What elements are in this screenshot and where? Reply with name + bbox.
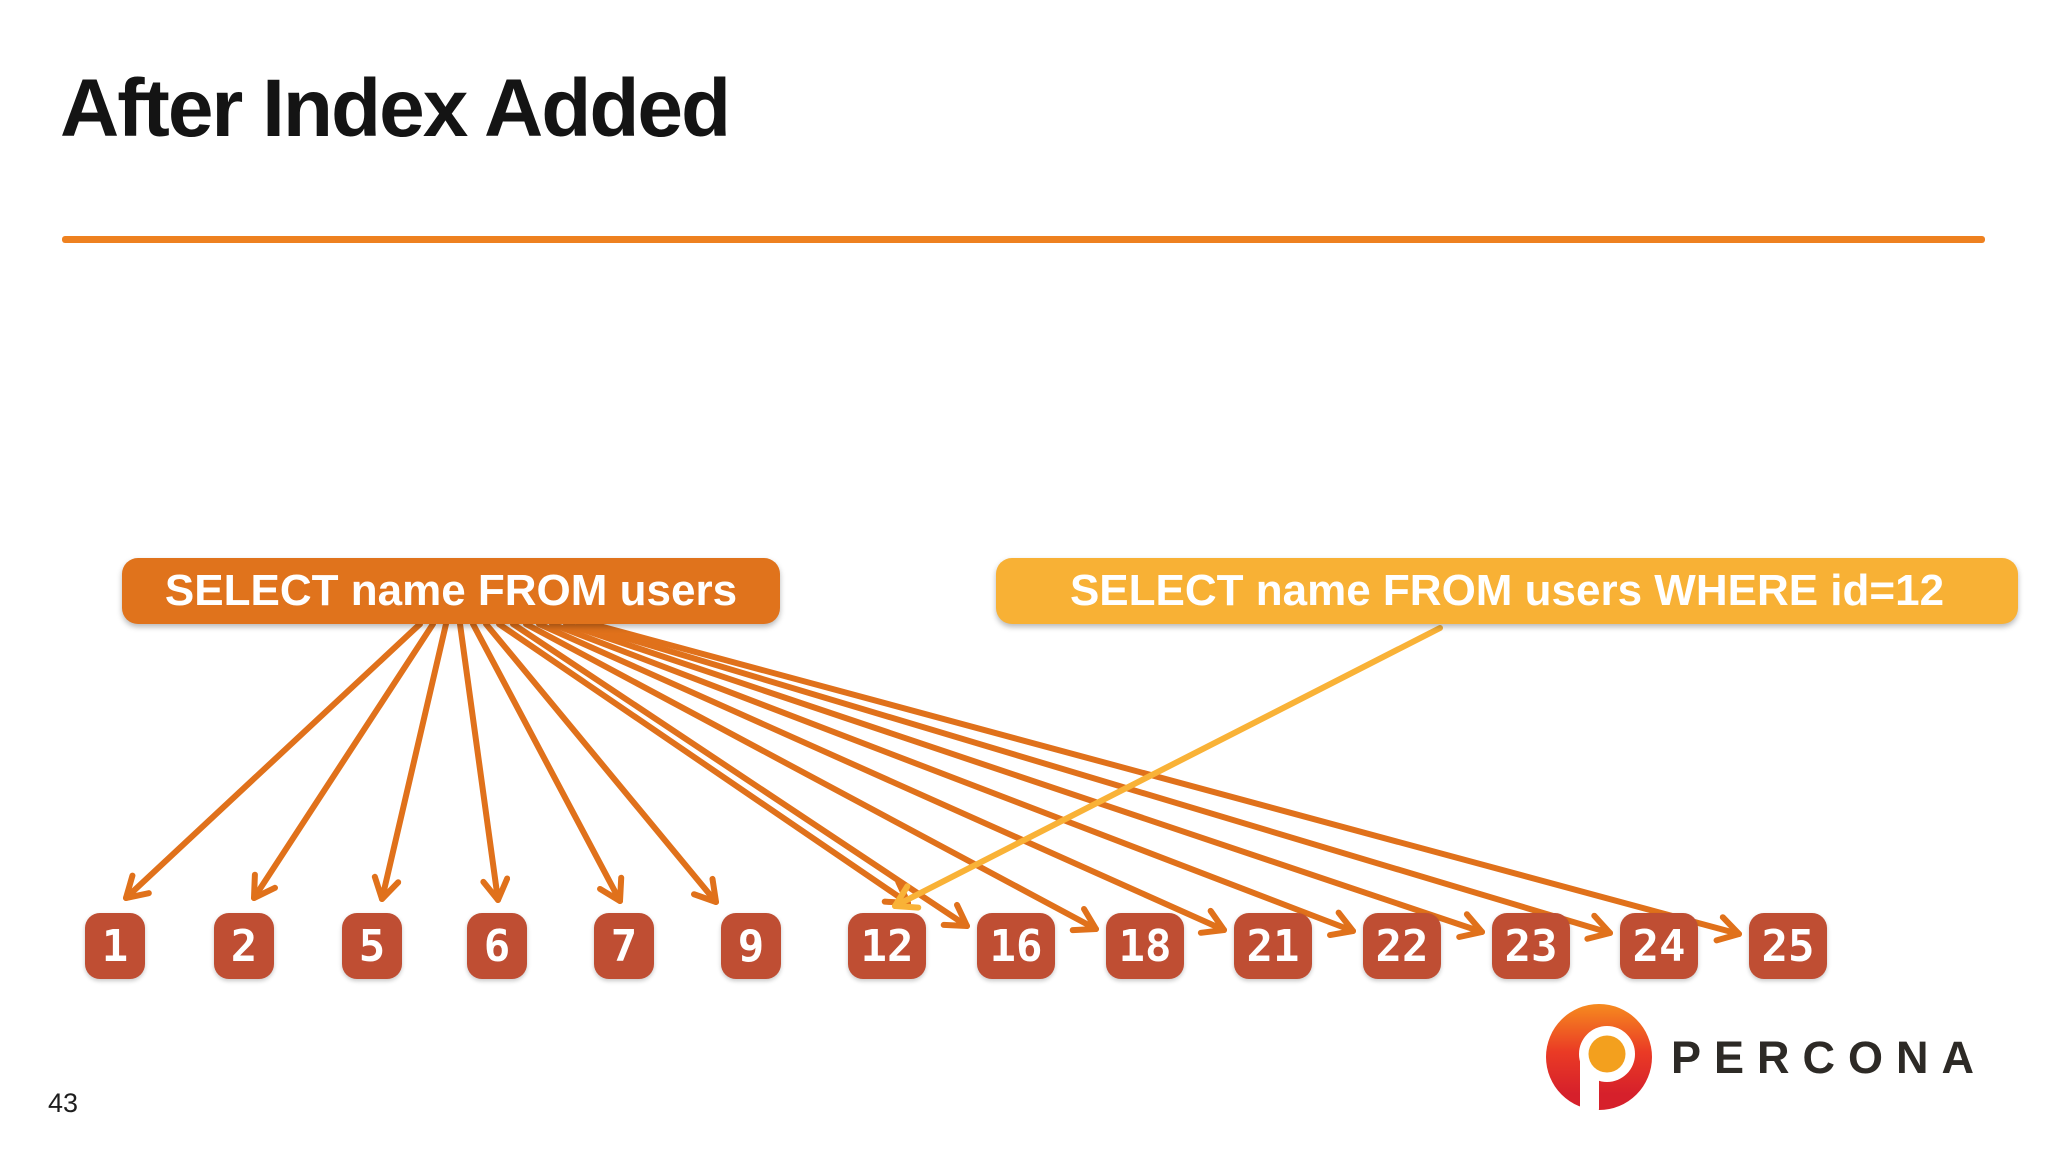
index-box-6: 6 [467, 913, 527, 979]
index-box-25: 25 [1749, 913, 1827, 979]
arrow-full-scan-to-22 [549, 621, 1356, 939]
arrow-full-scan-to-16 [510, 621, 970, 929]
query-full-scan: SELECT name FROM users [122, 558, 780, 624]
percona-logo: PERCONA [1546, 1004, 1987, 1118]
arrow-full-scan-to-24 [576, 621, 1613, 942]
percona-mark-icon [1546, 1004, 1652, 1118]
arrow-full-scan-to-23 [563, 621, 1485, 941]
arrow-full-scan-to-18 [523, 621, 1099, 934]
page-number: 43 [48, 1088, 79, 1118]
arrow-full-scan-to-1 [123, 621, 423, 901]
percona-wordmark: PERCONA [1671, 1032, 1987, 1083]
title-rule [62, 236, 1985, 243]
query-indexed: SELECT name FROM users WHERE id=12 [996, 558, 2018, 624]
index-box-1: 1 [85, 913, 145, 979]
index-box-16: 16 [977, 913, 1055, 979]
page-title: After Index Added [60, 63, 731, 154]
arrow-full-scan-to-25 [589, 621, 1742, 944]
index-box-9: 9 [721, 913, 781, 979]
arrow-full-scan-to-2 [251, 621, 436, 901]
index-box-22: 22 [1363, 913, 1441, 979]
index-box-23: 23 [1492, 913, 1570, 979]
arrow-full-scan-to-5 [371, 621, 449, 902]
arrow-full-scan-to-12 [496, 621, 911, 906]
arrow-indexed-to-12 [892, 625, 1443, 911]
arrow-full-scan-to-6 [457, 621, 511, 903]
arrow-full-scan-to-7 [470, 621, 625, 904]
index-box-12: 12 [848, 913, 926, 979]
index-box-5: 5 [342, 913, 402, 979]
index-box-18: 18 [1106, 913, 1184, 979]
index-box-7: 7 [594, 913, 654, 979]
arrow-full-scan-to-21 [536, 621, 1227, 936]
index-box-2: 2 [214, 913, 274, 979]
index-box-21: 21 [1234, 913, 1312, 979]
index-box-24: 24 [1620, 913, 1698, 979]
arrow-full-scan-to-9 [483, 621, 719, 905]
